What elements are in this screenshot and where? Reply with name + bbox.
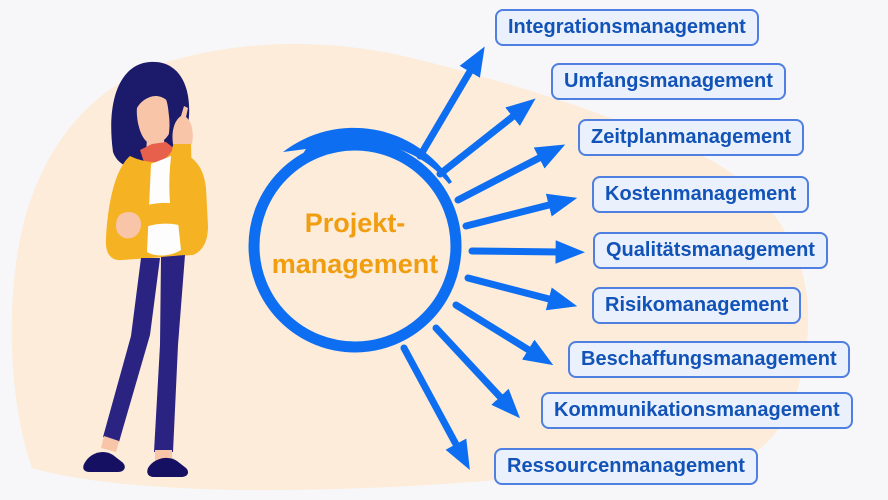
arrow-to-risikomanagement: [464, 274, 578, 311]
fist: [116, 211, 141, 239]
shoe-right: [147, 457, 189, 477]
center-label-line1: Projekt-: [304, 208, 406, 238]
arrow-to-integrationsmanagement: [416, 46, 485, 160]
pants-front-leg: [103, 258, 160, 442]
label-umfangsmanagement: Umfangsmanagement: [551, 63, 786, 100]
circular-arrow-tail: [283, 127, 452, 184]
arrow-to-kommunikationsmanagement: [432, 324, 521, 419]
label-beschaffungsmanagement: Beschaffungsmanagement: [568, 341, 850, 378]
arrow-to-umfangsmanagement: [436, 98, 536, 178]
raised-arm: [169, 140, 192, 216]
label-risikomanagement: Risikomanagement: [592, 287, 802, 324]
projektmanagement-circle: [248, 139, 462, 353]
pants-back-leg: [154, 255, 185, 452]
arrow-to-kostenmanagement: [462, 193, 578, 230]
ankle-left: [101, 436, 119, 452]
arrow-to-ressourcenmanagement: [400, 344, 470, 470]
center-label: Projekt- management: [255, 203, 455, 285]
hair-fringe: [134, 82, 177, 112]
arrow-to-zeitplanmanagement: [454, 144, 566, 204]
label-zeitplanmanagement: Zeitplanmanagement: [578, 119, 805, 156]
arrow-to-qualitaetsmanagement: [468, 240, 585, 264]
label-kostenmanagement: Kostenmanagement: [592, 176, 810, 213]
shoe-left: [83, 452, 125, 472]
arrow-to-beschaffungsmanagement: [452, 301, 554, 366]
thinking-woman-illustration: [83, 61, 208, 477]
face: [136, 92, 174, 145]
label-ressourcenmanagement: Ressourcenmanagement: [494, 448, 758, 485]
center-label-line2: management: [271, 249, 439, 279]
label-kommunikationsmanagement: Kommunikationsmanagement: [541, 392, 853, 429]
hand-at-chin: [172, 106, 193, 144]
label-qualitaetsmanagement: Qualitätsmanagement: [593, 232, 828, 269]
label-integrationsmanagement: Integrationsmanagement: [495, 9, 759, 46]
